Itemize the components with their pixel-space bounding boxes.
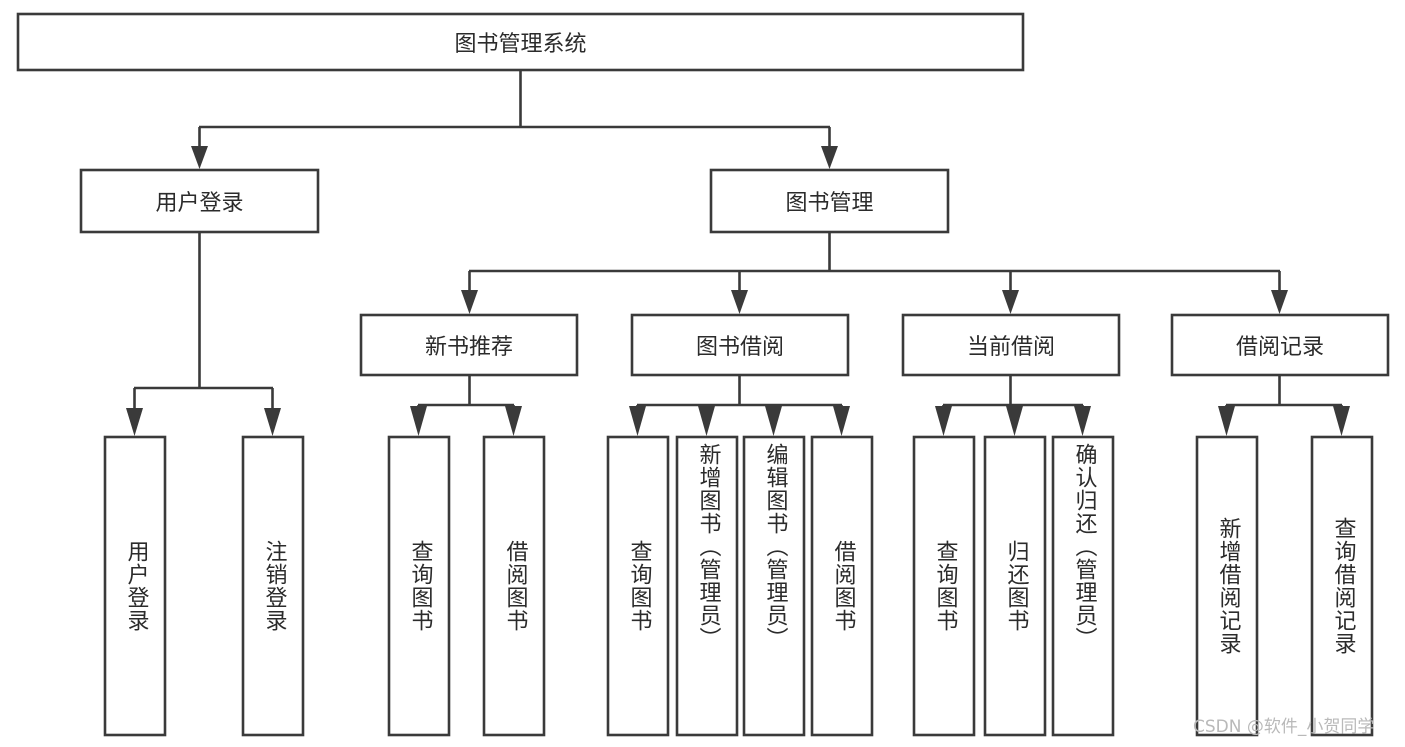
arrow-head-leaf-borrow-book-2 bbox=[833, 406, 850, 436]
node-box-book-manage[interactable] bbox=[709, 168, 950, 234]
arrow-head-leaf-query-book-2 bbox=[629, 406, 646, 436]
node-box-leaf-confirm-return[interactable] bbox=[1051, 435, 1115, 737]
node-box-user-login[interactable] bbox=[79, 168, 320, 234]
node-box-leaf-borrow-book-1[interactable] bbox=[482, 435, 546, 737]
connector-group-borrow-record bbox=[1218, 375, 1350, 436]
connector-group-book-borrow bbox=[629, 375, 850, 436]
arrow-head-leaf-query-book-1 bbox=[410, 406, 427, 436]
node-box-leaf-borrow-book-2[interactable] bbox=[810, 435, 874, 737]
connector-group-book-manage bbox=[461, 232, 1288, 314]
arrow-head-new-book-recommend bbox=[461, 290, 478, 314]
arrow-head-borrow-record bbox=[1271, 290, 1288, 314]
arrow-head-leaf-user-logout bbox=[264, 408, 281, 436]
arrow-head-leaf-user-login bbox=[126, 408, 143, 436]
node-box-leaf-query-book-3[interactable] bbox=[912, 435, 976, 737]
connector-group-current-borrow bbox=[935, 375, 1091, 436]
node-box-leaf-return-book[interactable] bbox=[983, 435, 1047, 737]
arrow-head-leaf-borrow-book-1 bbox=[505, 406, 522, 436]
arrow-head-book-borrow bbox=[731, 290, 748, 314]
arrow-head-leaf-query-record bbox=[1333, 406, 1350, 436]
arrow-head-leaf-add-book bbox=[698, 406, 715, 436]
node-box-leaf-query-book-2[interactable] bbox=[606, 435, 670, 737]
node-box-leaf-user-login[interactable] bbox=[103, 435, 167, 737]
node-box-new-book-recommend[interactable] bbox=[359, 313, 579, 377]
connector-group-root bbox=[191, 70, 838, 169]
arrow-head-leaf-query-book-3 bbox=[935, 406, 952, 436]
node-box-root[interactable] bbox=[16, 12, 1025, 72]
arrow-head-leaf-edit-book bbox=[765, 406, 782, 436]
node-box-current-borrow[interactable] bbox=[901, 313, 1121, 377]
node-box-book-borrow[interactable] bbox=[630, 313, 850, 377]
node-box-leaf-add-record[interactable] bbox=[1195, 435, 1259, 737]
arrow-head-current-borrow bbox=[1002, 290, 1019, 314]
node-box-borrow-record[interactable] bbox=[1170, 313, 1390, 377]
node-box-leaf-user-logout[interactable] bbox=[241, 435, 305, 737]
arrow-head-user-login bbox=[191, 146, 208, 169]
arrow-head-leaf-confirm-return bbox=[1074, 406, 1091, 436]
node-box-leaf-query-record[interactable] bbox=[1310, 435, 1374, 737]
arrow-head-leaf-return-book bbox=[1006, 406, 1023, 436]
connector-group-new-book-recommend bbox=[410, 375, 522, 436]
arrow-head-leaf-add-record bbox=[1218, 406, 1235, 436]
connector-group-user-login bbox=[126, 232, 281, 436]
node-box-leaf-add-book[interactable] bbox=[675, 435, 739, 737]
node-box-leaf-query-book-1[interactable] bbox=[387, 435, 451, 737]
arrow-head-book-manage bbox=[821, 146, 838, 169]
node-box-leaf-edit-book[interactable] bbox=[742, 435, 806, 737]
